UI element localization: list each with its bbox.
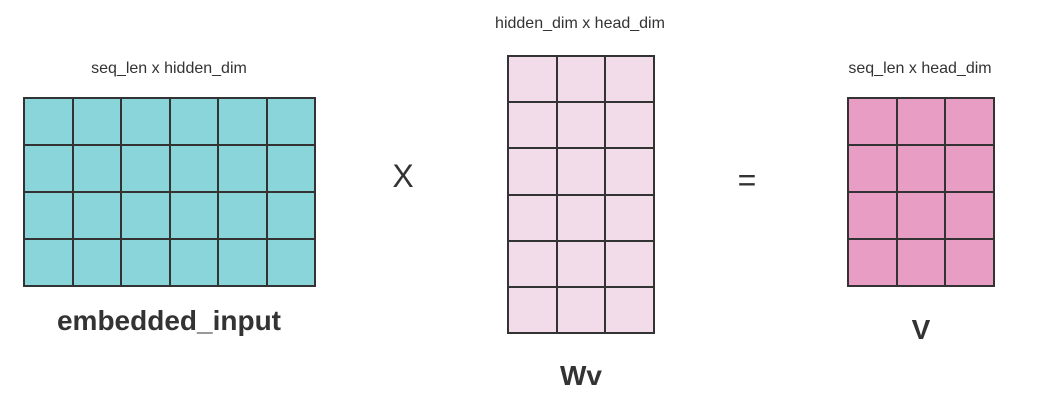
matrix-cell xyxy=(556,102,606,149)
matrix-cell xyxy=(169,192,218,239)
matrix-cell xyxy=(169,145,218,192)
matrix-cell xyxy=(218,192,267,239)
output-dims-label: seq_len x head_dim xyxy=(848,60,992,77)
matrix-cell xyxy=(266,145,315,192)
matrix-cell xyxy=(945,145,994,192)
matrix-cell xyxy=(896,145,946,192)
matrix-cell xyxy=(556,240,606,287)
matrix-cell xyxy=(556,56,606,103)
matrix-cell xyxy=(121,192,170,239)
weight-dims-label: hidden_dim x head_dim xyxy=(495,15,665,32)
matrix-cell xyxy=(605,148,654,195)
matrix-cell xyxy=(945,192,994,239)
wv-matrix xyxy=(507,55,655,334)
matrix-cell xyxy=(508,286,557,333)
matrix-cell xyxy=(508,148,557,195)
matrix-cell xyxy=(605,240,654,287)
matrix-cell xyxy=(266,239,315,286)
matrix-cell xyxy=(72,145,121,192)
v-matrix xyxy=(847,97,995,287)
matrix-cell xyxy=(121,98,170,145)
matrix-cell xyxy=(945,98,994,145)
matrix-cell xyxy=(266,192,315,239)
matrix-cell xyxy=(218,98,267,145)
matrix-cell xyxy=(556,194,606,241)
matrix-cell xyxy=(848,98,897,145)
matrix-cell xyxy=(605,194,654,241)
matrix-cell xyxy=(896,98,946,145)
matrix-cell xyxy=(605,102,654,149)
matrix-cell xyxy=(169,98,218,145)
matrix-cell xyxy=(848,239,897,286)
matrix-cell xyxy=(556,148,606,195)
v-label: V xyxy=(911,314,931,345)
matrix-cell xyxy=(896,192,946,239)
matrix-cell xyxy=(848,145,897,192)
matrix-cell xyxy=(24,98,73,145)
matrix-cell xyxy=(121,239,170,286)
matrix-cell xyxy=(72,98,121,145)
matrix-cell xyxy=(218,145,267,192)
matrix-cell xyxy=(508,194,557,241)
matrix-cell xyxy=(508,240,557,287)
matrix-cell xyxy=(508,56,557,103)
matrix-cell xyxy=(556,286,606,333)
matrix-cell xyxy=(24,192,73,239)
matrix-cell xyxy=(121,145,170,192)
multiply-operator: X xyxy=(392,158,414,194)
matrix-cell xyxy=(945,239,994,286)
matrix-cell xyxy=(218,239,267,286)
matrix-cell xyxy=(72,192,121,239)
wv-label: Wv xyxy=(560,360,602,391)
equals-operator: = xyxy=(737,162,757,198)
matrix-cell xyxy=(508,102,557,149)
matrix-cell xyxy=(24,145,73,192)
matrix-cell xyxy=(848,192,897,239)
matrix-cell xyxy=(896,239,946,286)
matrix-cell xyxy=(24,239,73,286)
embedded-input-matrix xyxy=(23,97,316,287)
matrix-cell xyxy=(169,239,218,286)
embedded-input-label: embedded_input xyxy=(56,305,281,336)
matrix-cell xyxy=(266,98,315,145)
matrix-cell xyxy=(72,239,121,286)
matrix-cell xyxy=(605,286,654,333)
matrix-cell xyxy=(605,56,654,103)
input-dims-label: seq_len x hidden_dim xyxy=(91,60,247,77)
